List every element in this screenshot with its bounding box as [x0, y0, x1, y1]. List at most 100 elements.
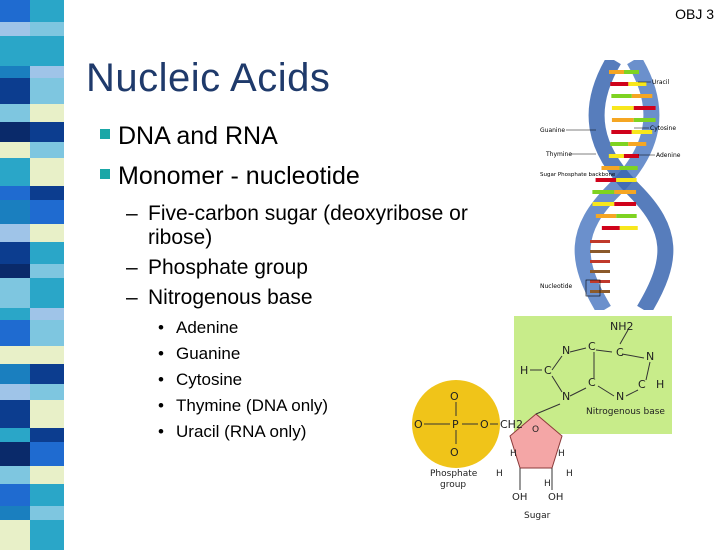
- dash-marker: –: [126, 202, 138, 225]
- base-pair-rung: [633, 106, 656, 110]
- base-pair-rung: [611, 106, 634, 110]
- atom-o: O: [414, 418, 423, 431]
- atom-c: C: [588, 340, 596, 353]
- atom-o: O: [532, 425, 539, 435]
- atom-h: H: [520, 364, 528, 377]
- base-list-item: • Guanine: [158, 344, 240, 364]
- stripe-cell: [0, 104, 30, 122]
- label-cytosine: Cytosine: [650, 125, 676, 132]
- sugar-pentagon: [509, 413, 563, 469]
- base-pair-rung: [628, 82, 647, 86]
- stripe-cell: [30, 428, 64, 442]
- atom-c: C: [638, 378, 646, 391]
- base-pair-rung: [619, 166, 638, 170]
- base-pair-rung: [592, 190, 615, 194]
- stripe-cell: [30, 484, 64, 506]
- base-pair-rung: [616, 214, 637, 218]
- stripe-cell: [0, 320, 30, 346]
- atom-n: N: [616, 390, 624, 403]
- base-name: Guanine: [176, 344, 241, 363]
- atom-o: O: [450, 390, 459, 403]
- bullet-dot: •: [158, 344, 164, 363]
- stripe-cell: [0, 78, 30, 104]
- stripe-cell: [0, 484, 30, 506]
- atom-n: N: [562, 390, 570, 403]
- stripe-cell: [30, 346, 64, 364]
- phosphate-circle: [412, 380, 500, 468]
- stripe-cell: [0, 224, 30, 242]
- stripe-cell: [0, 22, 30, 36]
- base-pair-rung: [614, 190, 637, 194]
- oh-label: OH: [548, 492, 563, 503]
- stripe-cell: [0, 66, 30, 78]
- bullet-dot: •: [158, 370, 164, 389]
- stripe-cell: [30, 142, 64, 158]
- stripe-cell: [0, 400, 30, 428]
- sub-bullet-text: Nitrogenous base: [148, 286, 313, 309]
- stripe-cell: [0, 122, 30, 142]
- stripe-cell: [0, 264, 30, 278]
- atom-h: H: [544, 479, 551, 489]
- stripe-cell: [0, 278, 30, 308]
- stripe-cell: [30, 36, 64, 66]
- base-pair-rung: [619, 226, 638, 230]
- atom-n: N: [562, 344, 570, 357]
- base-pair-rung: [590, 250, 610, 253]
- atom-c: C: [616, 346, 624, 359]
- nitrogenous-base-box: [514, 316, 672, 434]
- bullet-square-icon: [100, 169, 110, 180]
- objective-label: OBJ 3: [675, 6, 714, 22]
- stripe-cell: [30, 466, 64, 484]
- stripe-cell: [0, 36, 30, 66]
- stripe-cell: [30, 264, 64, 278]
- base-pair-rung: [592, 202, 615, 206]
- bullet-item: Monomer - nucleotide: [100, 162, 360, 191]
- label-adenine: Adenine: [656, 152, 681, 159]
- sub-bullet-item: – Five-carbon sugar (deoxyribose or ribo…: [126, 202, 528, 250]
- stripe-cell: [0, 520, 30, 550]
- stripe-cell: [0, 384, 30, 400]
- base-pair-rung: [631, 130, 653, 134]
- bullet-square-icon: [100, 129, 110, 140]
- stripe-cell: [0, 242, 30, 264]
- stripe-cell: [0, 506, 30, 520]
- base-list-item: •Uracil (RNA only): [158, 422, 306, 442]
- bullet-dot: •: [158, 318, 164, 337]
- stripe-cell: [0, 442, 30, 466]
- label-uracil: Uracil: [652, 79, 670, 86]
- stripe-cell: [0, 346, 30, 364]
- stripe-cell: [0, 200, 30, 224]
- atom-p: P: [452, 418, 459, 431]
- atom-h: H: [558, 449, 565, 459]
- sub-bullet-item: – Nitrogenous base: [126, 286, 528, 310]
- stripe-cell: [30, 0, 64, 22]
- base-pair-rung: [611, 130, 632, 134]
- base-list-item: •Adenine: [158, 318, 238, 338]
- base-pair-rung: [610, 142, 629, 146]
- nucleotide-structure-diagram: NH2 N C C N H C C C H N N Nitrogenous ba…: [412, 316, 672, 521]
- stripe-cell: [30, 66, 64, 78]
- base-pair-rung: [631, 94, 653, 98]
- base-pair-rung: [624, 70, 639, 74]
- base-name: Thymine (DNA only): [176, 396, 329, 415]
- atom-o: O: [450, 446, 459, 459]
- stripe-cell: [30, 242, 64, 264]
- stripe-cell: [30, 224, 64, 242]
- label-nucleotide: Nucleotide: [540, 283, 572, 290]
- bullet-dot: •: [158, 422, 164, 441]
- base-pair-rung: [611, 118, 634, 122]
- atom-h: H: [656, 378, 664, 391]
- atom-h: H: [496, 469, 503, 479]
- sugar-label: Sugar: [524, 511, 551, 521]
- dash-marker: –: [126, 286, 138, 309]
- base-pair-rung: [623, 154, 639, 158]
- base-pair-rung: [608, 154, 624, 158]
- slide-title: Nucleic Acids: [86, 56, 331, 100]
- stripe-cell: [30, 384, 64, 400]
- base-pair-rung: [601, 226, 620, 230]
- stripe-cell: [0, 308, 30, 320]
- base-name: Cytosine: [176, 370, 243, 389]
- stripe-cell: [30, 186, 64, 200]
- dna-helix-illustration: Uracil Cytosine Guanine Adenine Thymine …: [534, 60, 720, 310]
